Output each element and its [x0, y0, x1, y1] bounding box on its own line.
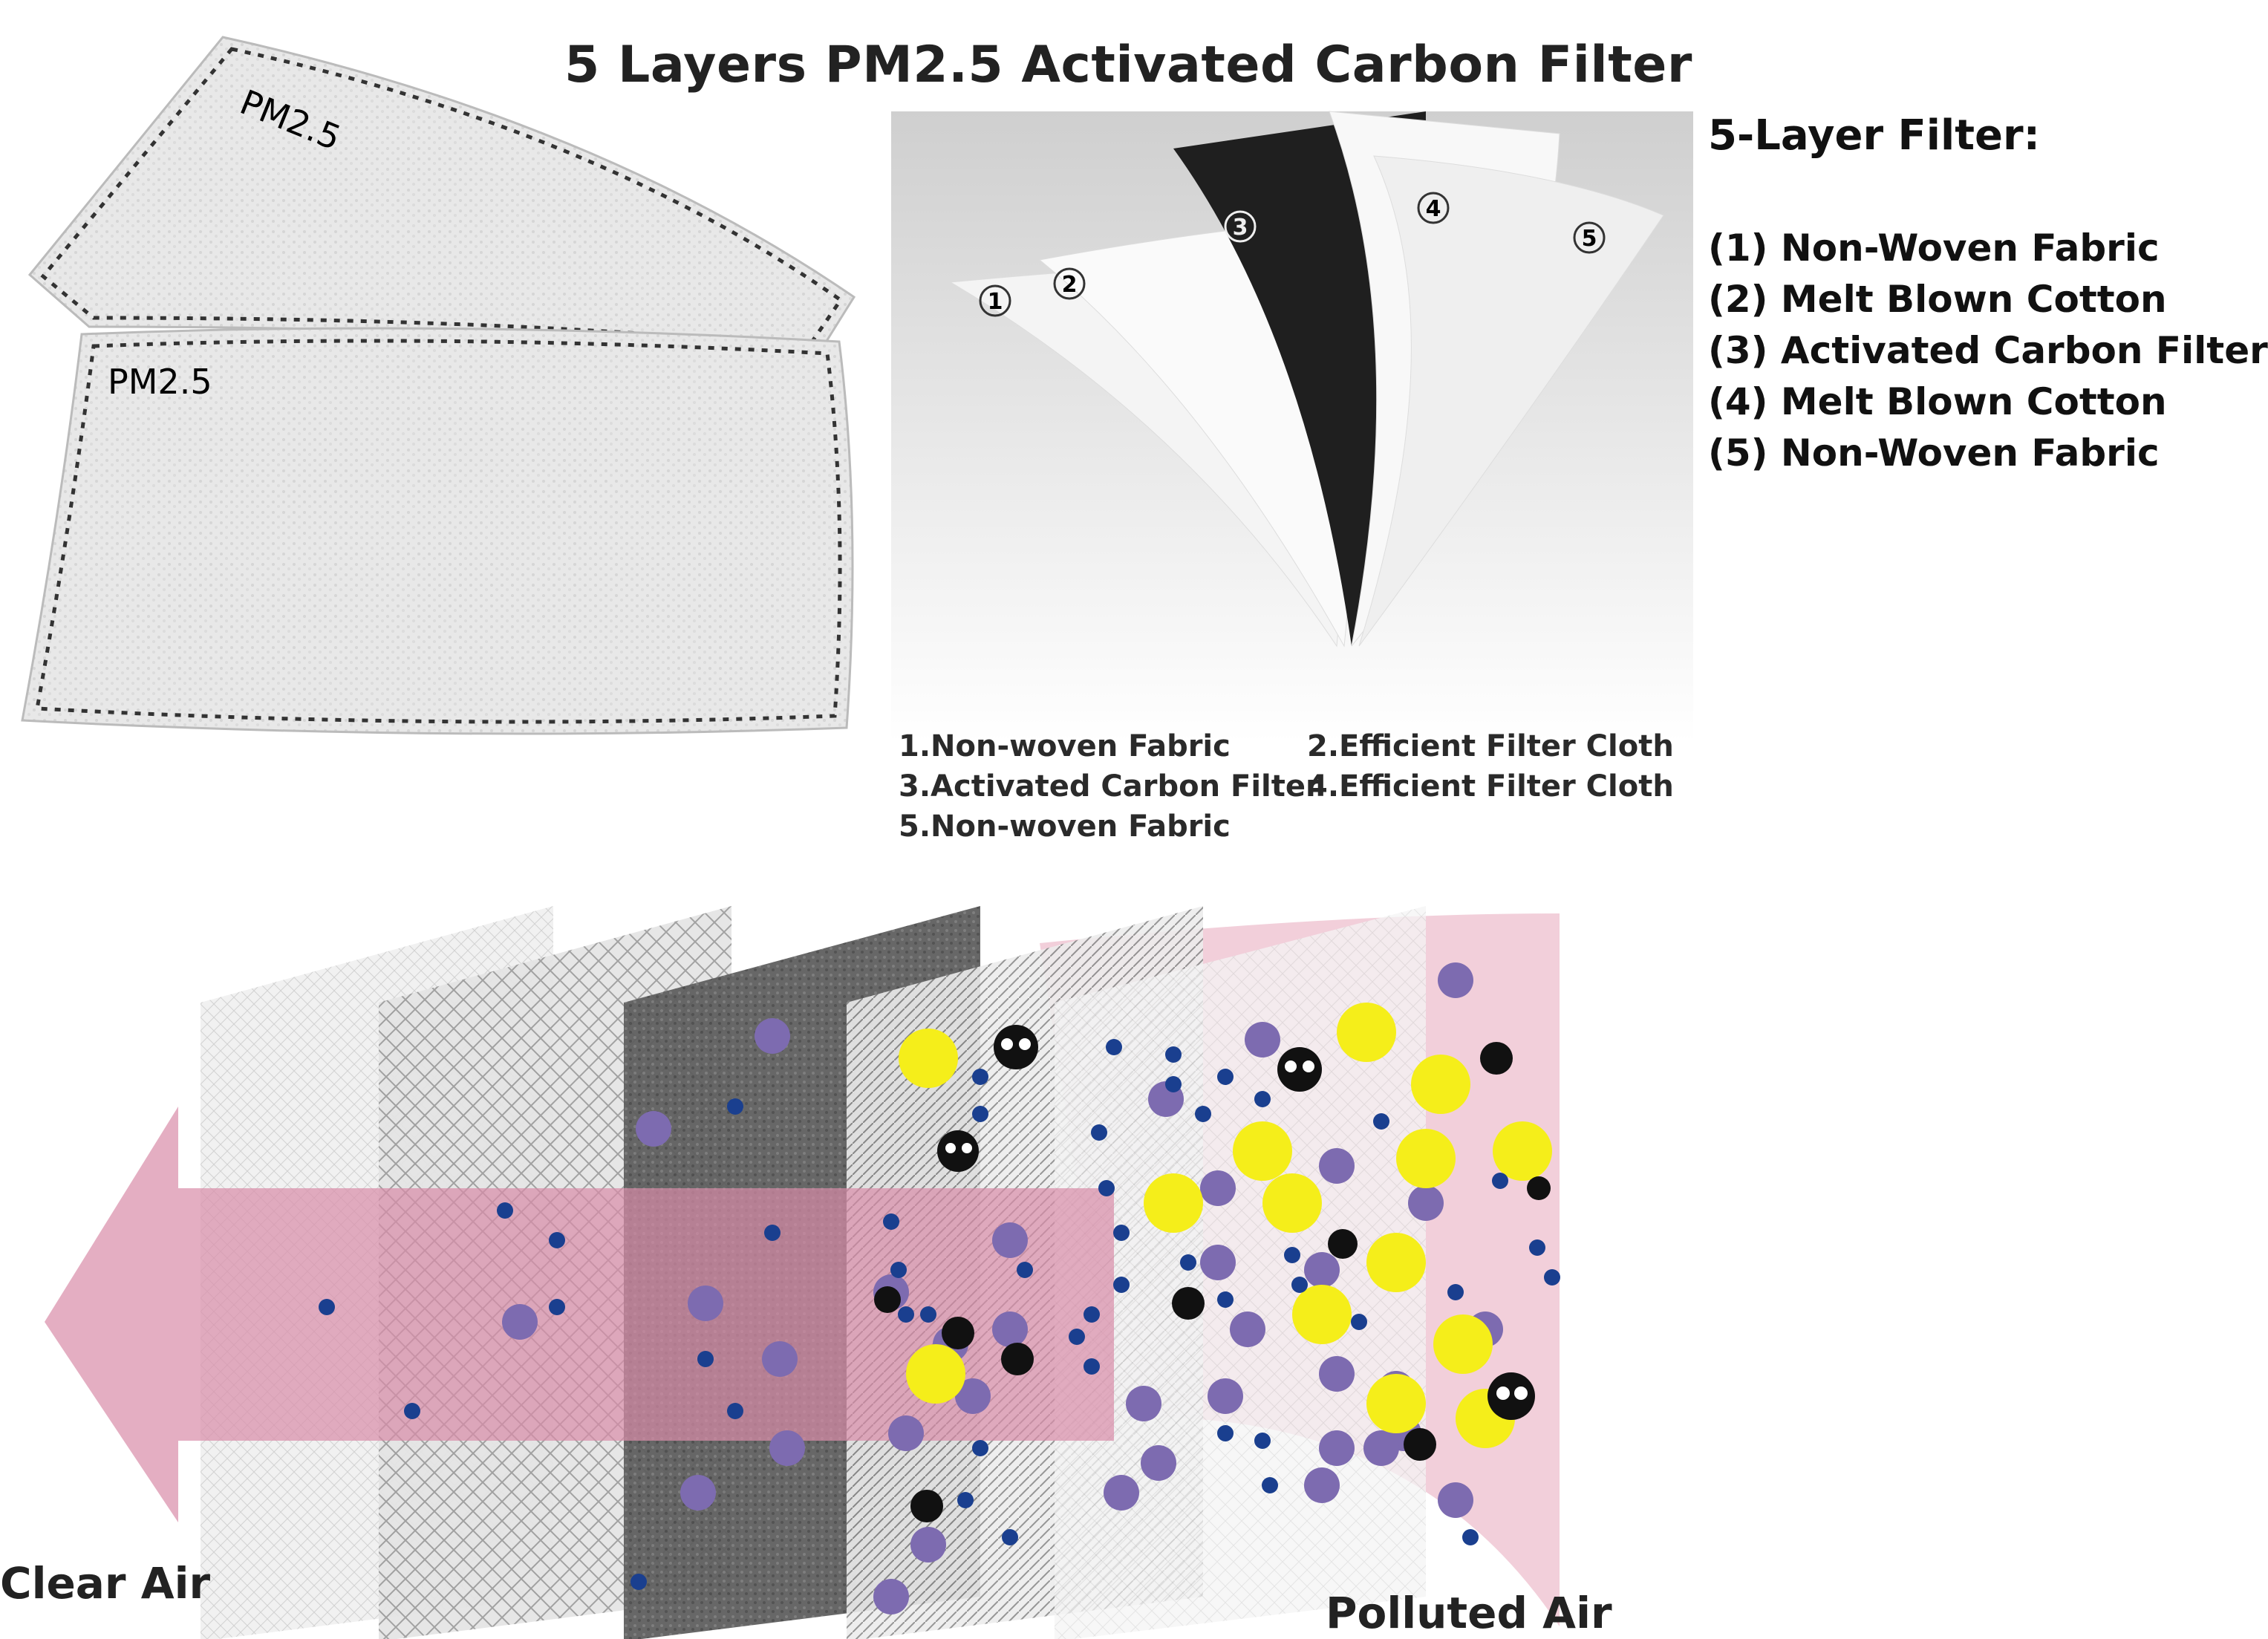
clear-air-arrow	[45, 1107, 1114, 1522]
layer-badge-2: 2	[1053, 267, 1086, 300]
yellow-particles	[899, 1003, 1552, 1448]
polluted-air-label: Polluted Air	[1326, 1588, 1612, 1638]
blue-particles	[319, 1039, 1560, 1590]
layer-list-item: (4) Melt Blown Cotton	[1708, 380, 2167, 423]
page-title: 5 Layers PM2.5 Activated Carbon Filter	[564, 36, 1692, 94]
layer-badge-1: 1	[979, 284, 1011, 317]
legend-item-4: 4.Efficient Filter Cloth	[1307, 769, 1674, 804]
legend-item-3: 3.Activated Carbon Filter	[899, 769, 1320, 804]
svg-text:4: 4	[1426, 196, 1441, 222]
particles	[319, 962, 1560, 1614]
filter-pads-illustration: PM2.5 PM2.5	[21, 36, 856, 735]
layer-list-item: (5) Non-Woven Fabric	[1708, 431, 2160, 475]
filter-pad-back: PM2.5	[27, 36, 856, 358]
layer-list-item: (1) Non-Woven Fabric	[1708, 227, 2160, 270]
legend-item-1: 1.Non-woven Fabric	[899, 729, 1231, 763]
filter-pad-front: PM2.5	[21, 327, 854, 735]
legend-item-5: 5.Non-woven Fabric	[899, 809, 1231, 844]
layer-list-item: (3) Activated Carbon Filter	[1708, 329, 2268, 372]
layer-badge-4: 4	[1417, 192, 1450, 224]
layer-list: (1) Non-Woven Fabric (2) Melt Blown Cott…	[1708, 223, 2268, 479]
layer-list-item: (2) Melt Blown Cotton	[1708, 278, 2167, 321]
svg-text:3: 3	[1233, 215, 1248, 241]
svg-text:2: 2	[1062, 272, 1078, 298]
clear-air-label: Clear Air	[0, 1558, 211, 1609]
layer-badge-5: 5	[1573, 221, 1606, 254]
svg-text:1: 1	[988, 289, 1003, 315]
layer-sheets-illustration: 1 2 3 4 5	[891, 111, 1693, 743]
layer-badge-3: 3	[1224, 210, 1257, 243]
pad-label-front: PM2.5	[108, 362, 212, 402]
panel-heading: 5-Layer Filter:	[1708, 111, 2040, 160]
legend-item-2: 2.Efficient Filter Cloth	[1307, 729, 1674, 763]
skull-eyes	[945, 1038, 1528, 1400]
svg-text:5: 5	[1582, 226, 1597, 252]
airflow-diagram	[45, 906, 1560, 1639]
pollutant-skulls	[874, 1025, 1551, 1522]
